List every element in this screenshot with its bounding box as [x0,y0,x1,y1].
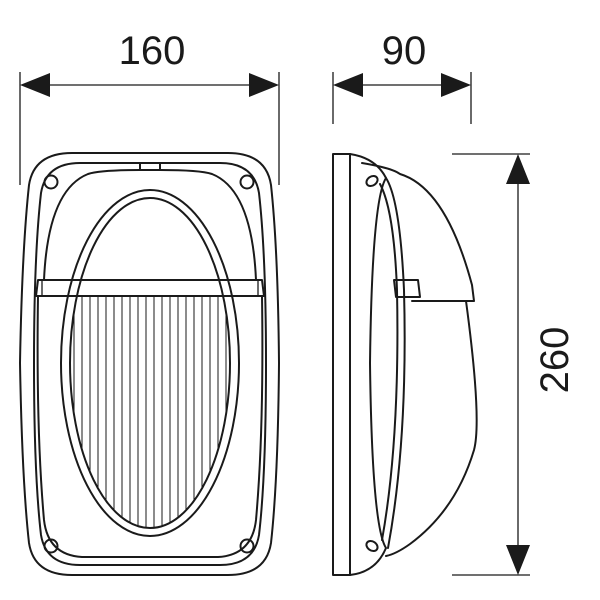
screw-hole-top-right [239,174,255,190]
side-dome [385,300,478,557]
lens-inner-ring [69,197,231,529]
depth-label: 90 [382,29,427,73]
side-wall-plate [332,153,351,576]
side-diffuser [385,177,406,549]
side-view [332,153,478,576]
width-label: 160 [119,29,186,73]
side-flange [349,153,387,576]
front-hood [43,169,257,281]
front-base-plate [19,152,280,576]
side-diffuser-inner [379,183,399,541]
depth-dimension: 90 [332,29,472,124]
front-plate-rim [33,162,267,566]
front-body [36,295,264,558]
depth-arrow-right [441,73,471,97]
lens-ribs [73,296,227,528]
screw-hole-bottom-right [239,538,255,554]
depth-arrow-left [333,73,363,97]
side-hood [361,162,475,302]
side-hood-clip [393,279,421,298]
screw-hole-top-left [43,174,59,190]
side-screw-hole-top [365,174,379,188]
width-arrow-left [20,73,50,97]
height-label: 260 [533,327,577,394]
width-arrow-right [249,73,279,97]
height-arrow-top [506,154,530,184]
height-arrow-bottom [506,545,530,575]
hood-band [35,279,265,297]
front-view [19,152,280,576]
width-dimension: 160 [19,29,280,185]
height-dimension: 260 [452,153,577,576]
side-screw-hole-bottom [365,539,379,553]
lens-outer-ring [60,189,240,537]
